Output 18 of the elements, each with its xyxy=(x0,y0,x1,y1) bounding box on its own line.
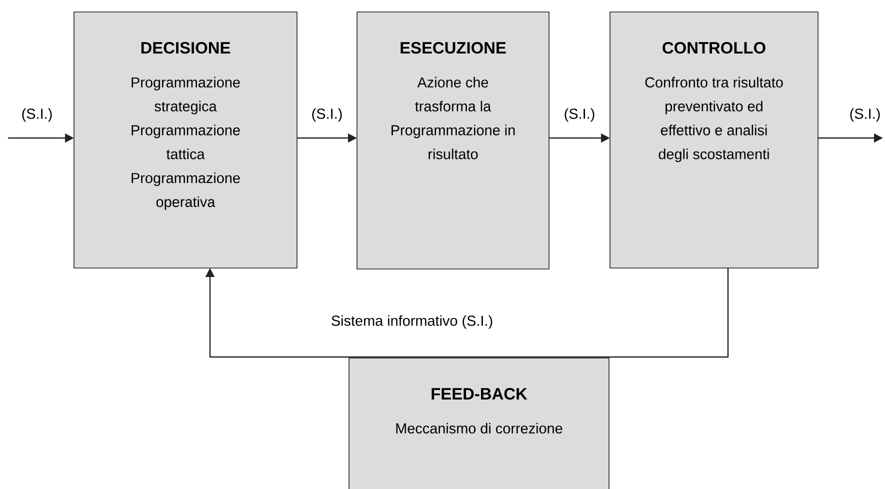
edge-label: (S.I.) xyxy=(310,107,344,123)
box-title: FEED-BACK xyxy=(432,388,528,400)
box-text: Confronto tra risultato preventivato ed effettivo e analisi degli scostamenti xyxy=(645,76,783,162)
box-text: Programmazione strategica Programmazione tattica Programmazione operativa xyxy=(132,76,240,210)
box-title: ESECUZIONE xyxy=(400,42,506,54)
box-title: DECISIONE xyxy=(141,42,230,54)
box-text: Meccanismo di correzione xyxy=(396,422,562,434)
edge-label: (S.I.) xyxy=(562,107,596,123)
box-title: CONTROLLO xyxy=(662,42,766,54)
process-box xyxy=(348,358,610,489)
edge-label: (S.I.) xyxy=(20,107,54,123)
process-box xyxy=(356,12,550,270)
process-box xyxy=(74,12,298,268)
edge-label: (S.I.) xyxy=(848,107,882,123)
process-box xyxy=(610,12,818,268)
box-text: Azione che trasforma la Programmazione in risultato xyxy=(392,76,515,160)
edge-label: Sistema informativo (S.I.) xyxy=(330,314,494,330)
arrow xyxy=(205,268,729,358)
